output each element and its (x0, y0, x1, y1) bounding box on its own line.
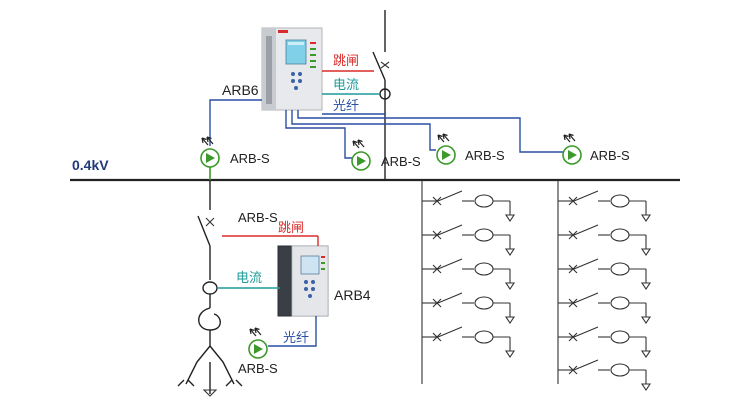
fiber-to-sensor-1 (209, 99, 262, 146)
transformer-winding (185, 345, 235, 385)
arb6-fiber-label: 光纤 (333, 98, 359, 113)
fiber-to-sensor-2 (285, 110, 352, 159)
current-transformer-bottom (202, 281, 218, 295)
feeder-1-5 (421, 326, 515, 358)
fiber-to-sensor-4 (297, 110, 564, 153)
feeder-2-2 (557, 224, 651, 256)
feeder-2-1 (557, 190, 651, 222)
arc-sensor-2-label: ARB-S (381, 154, 421, 169)
arc-sensor-1-label: ARB-S (230, 151, 270, 166)
arc-sensor-4 (562, 133, 582, 165)
arc-sensor-2 (351, 139, 371, 171)
arb4-fiber-wire (268, 316, 317, 347)
arc-sensor-3 (436, 133, 456, 165)
arb6-trip-label: 跳闸 (333, 53, 359, 68)
arb4-trip-label: 跳闸 (278, 220, 304, 235)
feeder-2-3 (557, 258, 651, 290)
arb4-label: ARB4 (334, 287, 371, 303)
feeder-1-3 (421, 258, 515, 290)
arc-sensor-5 (248, 327, 268, 359)
bus-label: 0.4kV (72, 157, 109, 173)
arb6-device (261, 27, 323, 111)
feeder-2-5 (557, 326, 651, 358)
arb4-device (277, 245, 329, 317)
arc-sensor-5-label: ARB-S (238, 361, 278, 376)
fiber-to-sensor-3 (291, 110, 436, 151)
arb4-sensor-top-label: ARB-S (238, 210, 278, 225)
arb6-current-label: 电流 (333, 77, 359, 92)
arc-sensor-4-label: ARB-S (590, 148, 630, 163)
arc-sensor-3-label: ARB-S (465, 148, 505, 163)
arb4-current-label: 电流 (236, 270, 262, 285)
feeder-2-4 (557, 292, 651, 324)
arb6-label: ARB6 (222, 82, 259, 98)
feeder-1-2 (421, 224, 515, 256)
feeder-1-4 (421, 292, 515, 324)
feeder-2-6 (557, 359, 651, 391)
feeder-1-1 (421, 190, 515, 222)
arb4-fiber-label: 光纤 (283, 330, 309, 345)
